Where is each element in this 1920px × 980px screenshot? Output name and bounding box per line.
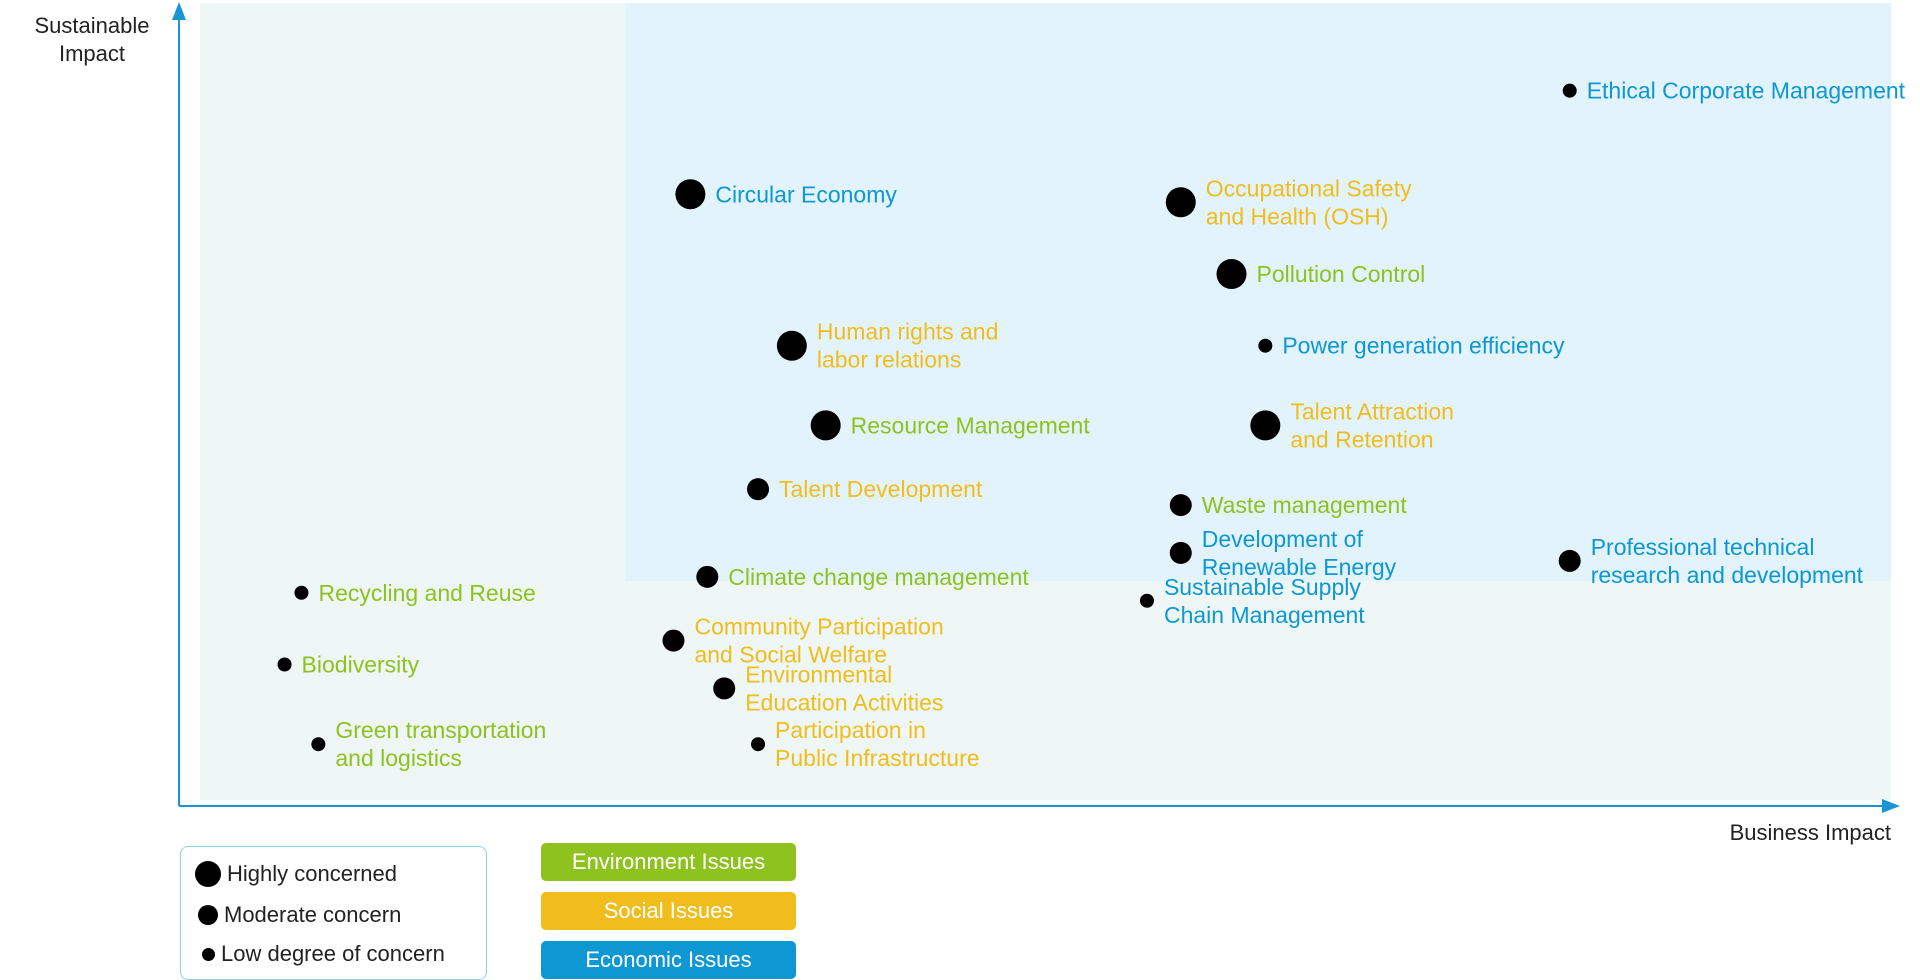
data-point-marker <box>294 585 309 600</box>
data-point-marker <box>810 410 841 441</box>
data-point-label: Biodiversity <box>302 652 420 678</box>
social-issues-badge: Social Issues <box>541 892 796 930</box>
data-point-marker <box>1139 593 1154 608</box>
data-point-label: Ethical Corporate Management <box>1587 78 1906 104</box>
data-point-label: Waste management <box>1202 492 1408 518</box>
data-point-label: Recycling and Reuse <box>318 580 535 606</box>
data-point-marker <box>713 677 736 700</box>
small-dot-icon <box>202 947 215 961</box>
data-point-label: Climate change management <box>728 564 1029 590</box>
data-point-label: Power generation efficiency <box>1282 333 1565 359</box>
y-axis-arrow-icon <box>172 2 186 20</box>
legend-label-high: Highly concerned <box>227 861 397 886</box>
legend-label-moderate: Moderate concern <box>224 902 402 927</box>
data-point-marker <box>1165 187 1196 218</box>
concern-level-legend: Highly concerned Moderate concern Low de… <box>180 846 487 980</box>
data-point-label: Resource Management <box>851 412 1091 438</box>
medium-dot-icon <box>198 905 218 925</box>
legend-row-high: Highly concerned <box>195 861 397 887</box>
high-impact-region <box>625 3 1891 581</box>
data-point-marker <box>1558 549 1581 572</box>
data-point-marker <box>776 330 807 361</box>
data-point-label: Talent Development <box>779 476 983 502</box>
environment-issues-badge: Environment Issues <box>541 843 796 881</box>
data-point-marker <box>1250 410 1281 441</box>
data-point-marker <box>751 737 766 752</box>
legend-row-low: Low degree of concern <box>202 941 445 967</box>
data-point-marker <box>311 737 326 752</box>
economic-issues-badge: Economic Issues <box>541 941 796 979</box>
data-point-marker <box>277 657 292 672</box>
legend-label-low: Low degree of concern <box>221 941 445 966</box>
data-point-label: Circular Economy <box>715 181 897 207</box>
data-point-marker <box>1216 258 1247 289</box>
data-point-marker <box>1169 541 1192 564</box>
large-dot-icon <box>195 861 221 887</box>
data-point-marker <box>696 565 719 588</box>
data-point-marker <box>1562 83 1577 98</box>
data-point-marker <box>662 629 685 652</box>
x-axis-title: Business Impact <box>1730 820 1891 845</box>
data-point-marker <box>1169 494 1192 517</box>
data-point-marker <box>747 478 770 501</box>
data-point-marker <box>675 179 706 210</box>
x-axis-arrow-icon <box>1882 799 1900 813</box>
data-point-marker <box>1258 338 1273 353</box>
legend-row-moderate: Moderate concern <box>198 902 401 928</box>
data-point-label: Pollution Control <box>1257 261 1426 287</box>
